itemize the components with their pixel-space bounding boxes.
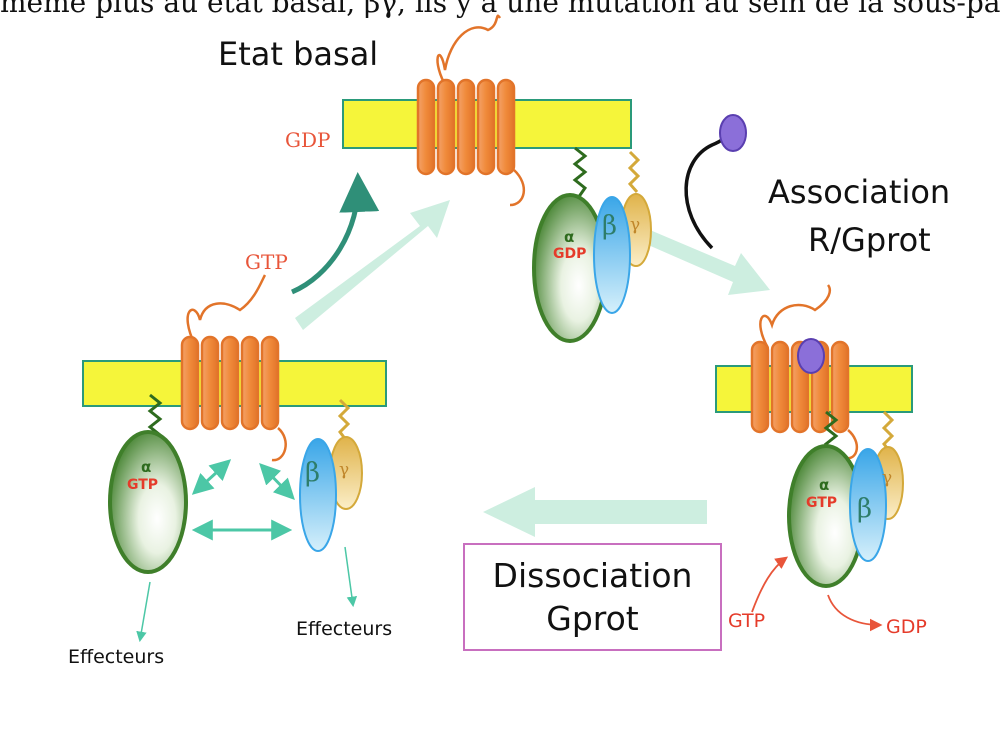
- top-beta-label: β: [602, 211, 618, 241]
- left-beta-gamma: [299, 398, 363, 552]
- header-text-fragment: mème plus au état basal, βγ, ils y a une…: [0, 0, 1000, 19]
- right-gamma-label: γ: [882, 468, 893, 488]
- label-association-1: Association: [768, 173, 951, 211]
- left-alpha-nucleotide: GTP: [127, 477, 159, 493]
- label-effecteurs-left: Effecteurs: [68, 646, 165, 668]
- effector-arrows: [136, 459, 358, 643]
- right-g-protein: [787, 410, 904, 588]
- top-alpha-nucleotide: GDP: [553, 246, 587, 262]
- dissociation-box: Dissociation Gprot: [463, 543, 722, 651]
- label-association-2: R/Gprot: [808, 221, 931, 259]
- label-effecteurs-middle: Effecteurs: [296, 618, 393, 640]
- label-gdp-bottom-right: GDP: [886, 616, 927, 638]
- label-etat-basal: Etat basal: [218, 35, 379, 73]
- label-gdp-top: GDP: [285, 128, 331, 152]
- cycle-arrow-left: [483, 487, 707, 537]
- right-alpha-label: α: [819, 476, 830, 494]
- top-receptor: [416, 14, 525, 207]
- ligand-bound: [797, 338, 825, 374]
- exchange-arrow: [291, 172, 380, 295]
- top-g-protein: [532, 146, 652, 343]
- top-gamma-label: γ: [630, 215, 641, 235]
- right-alpha-nucleotide: GTP: [806, 495, 838, 511]
- left-receptor: [180, 274, 287, 462]
- left-alpha-label: α: [141, 458, 152, 476]
- label-gtp-left: GTP: [245, 250, 288, 274]
- top-alpha-label: α: [564, 228, 575, 246]
- left-alpha-subunit: [108, 393, 188, 574]
- gtp-in-arrow: [751, 556, 789, 613]
- cycle-arrow-right: [646, 230, 770, 295]
- label-dissociation-1: Dissociation: [492, 556, 693, 595]
- left-beta-label: β: [305, 458, 321, 488]
- gdp-out-arrow: [827, 594, 883, 632]
- label-dissociation-2: Gprot: [546, 599, 639, 638]
- cycle-arrow-up: [295, 200, 450, 330]
- right-beta-label: β: [857, 494, 873, 524]
- label-gtp-bottom-right: GTP: [728, 610, 766, 632]
- left-gamma-label: γ: [339, 460, 350, 480]
- ligand-free: [684, 114, 747, 250]
